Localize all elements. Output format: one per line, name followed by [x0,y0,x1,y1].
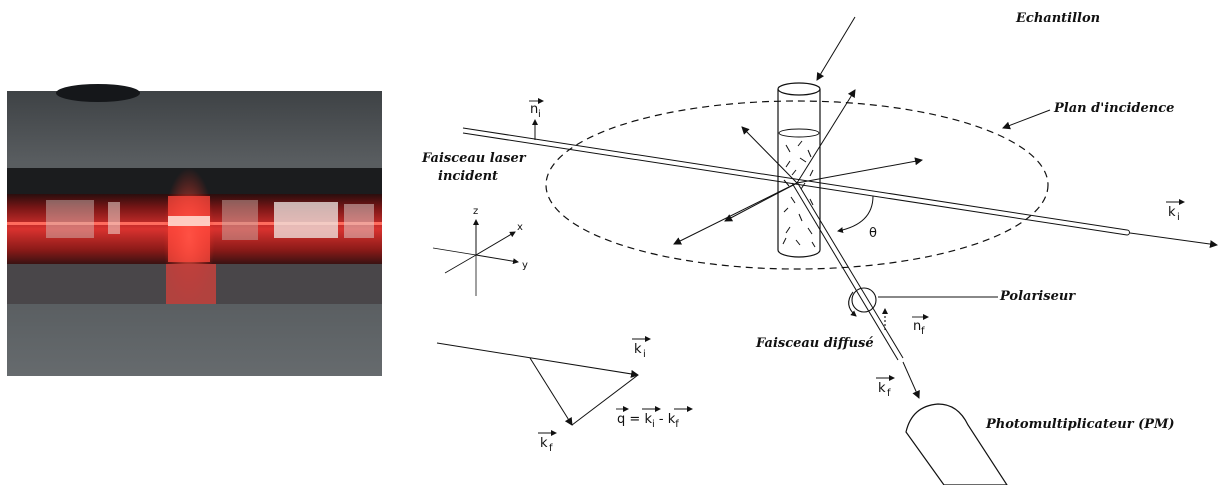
k-i-arrow [1129,232,1218,249]
k-f-symbol: k f [876,375,895,399]
svg-text:i: i [1177,212,1180,223]
vector-k-f-label: k f [538,430,557,454]
theta-label: θ [869,226,877,241]
n-f-symbol: n f [912,314,929,337]
theta-arc [837,195,874,233]
incidence-plane-ellipse [545,100,1049,270]
svg-text:f: f [549,443,553,454]
polarizer [848,287,998,330]
scattered-beam-label: Faisceau diffusé [755,336,874,351]
svg-text:i: i [538,109,541,120]
polarizer-label: Polariseur [999,289,1076,304]
scattered-beam [791,181,904,361]
incident-laser-beam [462,127,1130,236]
vector-triangle [436,342,639,426]
n-i-symbol: n i [529,98,544,120]
axis-z-label: z [473,206,478,217]
incidence-plane-pointer [1002,109,1051,130]
sample-pointer [816,16,856,81]
photomultiplier-label: Photomultiplicateur (PM) [985,417,1175,432]
incidence-plane-label: Plan d'incidence [1053,101,1174,116]
photomultiplier [905,403,1008,485]
q-equation: q = ki - kf [616,406,693,430]
svg-text:f: f [921,326,925,337]
sample-tube [777,82,821,258]
svg-text:n: n [530,102,538,117]
sample-particles [782,140,816,248]
vector-k-i-label: k i [632,336,651,360]
k-f-arrow [902,361,920,399]
axis-y-label: y [522,260,528,271]
k-i-symbol: k i [1166,199,1185,223]
laser-scattering-photo [7,84,382,376]
svg-text:q = ki - kf: q = ki - kf [617,412,679,430]
svg-text:i: i [643,349,646,360]
svg-text:k: k [878,381,886,396]
coordinate-axes [432,219,519,296]
sample-label: Echantillon [1015,11,1100,26]
svg-text:k: k [540,436,548,451]
svg-text:n: n [913,319,921,334]
scattering-rays [673,89,923,245]
laser-beam-label: Faisceau laser [421,151,527,166]
axis-x-label: x [517,222,523,233]
svg-text:k: k [634,342,642,357]
svg-text:f: f [887,388,891,399]
svg-text:k: k [1168,205,1176,220]
laser-beam-label-2: incident [438,169,498,184]
